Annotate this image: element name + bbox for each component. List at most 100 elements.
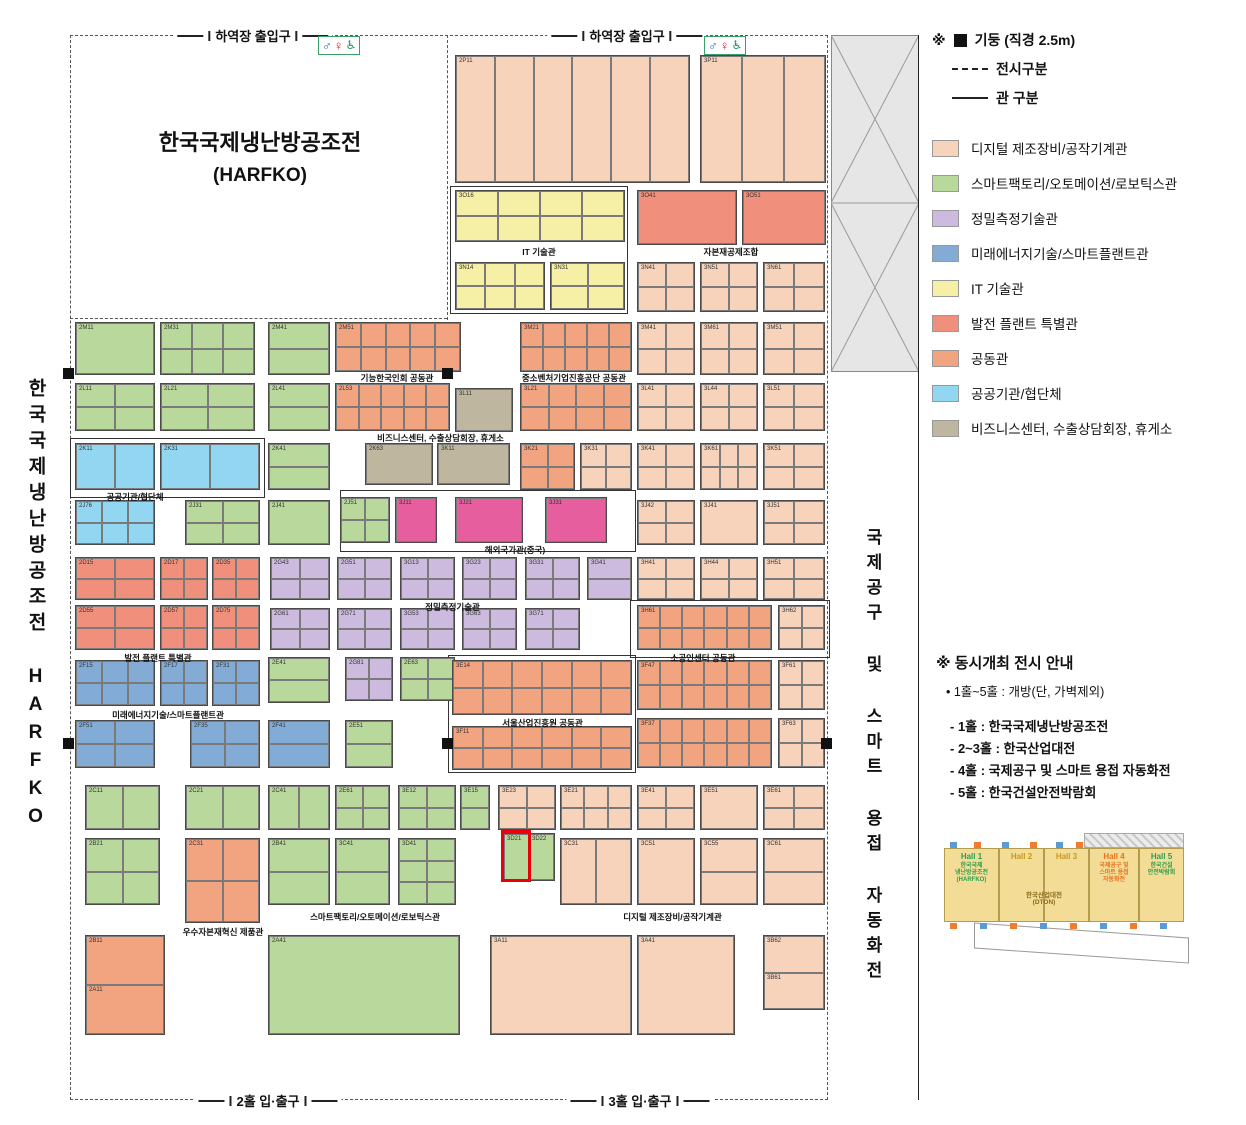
booth[interactable]: 2J41 — [269, 501, 329, 544]
booth[interactable]: 3H51 — [764, 558, 794, 579]
booth[interactable] — [638, 743, 661, 767]
booth[interactable] — [115, 627, 154, 649]
booth[interactable]: 3F11 — [453, 727, 483, 748]
booth[interactable] — [726, 661, 749, 685]
booth[interactable] — [794, 578, 824, 599]
booth[interactable] — [726, 743, 749, 767]
booth[interactable] — [729, 407, 757, 430]
booth[interactable]: 3G23 — [463, 558, 490, 579]
booth[interactable] — [609, 347, 631, 371]
booth[interactable] — [362, 807, 389, 829]
booth[interactable] — [207, 384, 254, 407]
booth[interactable] — [794, 407, 824, 430]
booth[interactable] — [399, 860, 427, 883]
booth[interactable] — [801, 606, 824, 628]
booth[interactable]: 3E61 — [764, 786, 794, 808]
booth[interactable] — [565, 323, 587, 347]
booth[interactable] — [801, 719, 824, 743]
booth[interactable] — [601, 748, 631, 769]
booth[interactable] — [541, 748, 572, 769]
booth[interactable] — [601, 661, 631, 688]
booth[interactable] — [300, 629, 329, 649]
booth[interactable] — [547, 466, 574, 489]
booth[interactable]: 2B41 — [269, 839, 329, 872]
booth[interactable] — [435, 323, 460, 347]
booth[interactable] — [682, 743, 705, 767]
booth[interactable] — [794, 348, 824, 374]
booth[interactable] — [76, 407, 115, 430]
booth[interactable]: 3J51 — [764, 501, 794, 523]
booth[interactable] — [410, 347, 436, 371]
booth[interactable]: 2K31 — [161, 444, 210, 489]
booth[interactable] — [76, 683, 102, 705]
booth[interactable] — [582, 191, 624, 216]
booth[interactable] — [456, 216, 498, 241]
booth[interactable]: 2D57 — [161, 606, 184, 628]
booth[interactable]: 2D15 — [76, 558, 115, 579]
booth[interactable] — [161, 683, 184, 705]
booth[interactable]: 2P11 — [456, 56, 495, 182]
booth[interactable] — [358, 384, 382, 407]
booth[interactable] — [494, 56, 534, 182]
booth[interactable]: 3M61 — [701, 323, 729, 349]
booth[interactable] — [638, 578, 666, 599]
booth[interactable] — [115, 444, 154, 489]
booth[interactable] — [764, 466, 794, 489]
booth[interactable]: 3E12 — [399, 786, 427, 808]
booth[interactable] — [587, 347, 609, 371]
booth[interactable]: 3C31 — [561, 839, 596, 904]
booth[interactable] — [666, 558, 694, 579]
booth[interactable] — [115, 606, 154, 628]
booth[interactable] — [514, 286, 544, 309]
booth[interactable] — [364, 629, 391, 649]
booth[interactable] — [587, 263, 624, 286]
booth[interactable]: 3G53 — [401, 609, 428, 629]
booth[interactable]: 3N51 — [701, 263, 729, 287]
booth[interactable]: 3K51 — [764, 444, 794, 467]
booth[interactable] — [300, 558, 329, 579]
booth[interactable] — [638, 807, 666, 829]
booth[interactable]: 3E41 — [638, 786, 666, 808]
booth[interactable] — [512, 687, 542, 714]
booth[interactable] — [346, 744, 392, 767]
booth[interactable] — [102, 501, 128, 523]
booth[interactable] — [801, 743, 824, 767]
booth[interactable] — [236, 606, 259, 628]
booth[interactable] — [427, 558, 454, 579]
booth[interactable]: 3F37 — [638, 719, 661, 743]
booth[interactable] — [489, 609, 516, 629]
booth[interactable] — [779, 685, 802, 709]
booth[interactable] — [427, 629, 454, 649]
booth[interactable] — [341, 520, 365, 542]
booth[interactable] — [482, 727, 513, 748]
booth[interactable] — [666, 323, 694, 349]
booth[interactable]: 3O41 — [638, 191, 736, 244]
booth[interactable] — [666, 501, 694, 523]
booth[interactable] — [701, 466, 720, 489]
booth[interactable]: 3J11 — [396, 498, 436, 542]
booth[interactable]: 3J21 — [456, 498, 522, 542]
booth[interactable] — [269, 680, 329, 702]
booth[interactable] — [222, 786, 259, 829]
booth[interactable] — [719, 466, 739, 489]
booth[interactable] — [186, 522, 223, 544]
booth[interactable] — [729, 558, 757, 579]
booth[interactable] — [381, 407, 404, 430]
booth[interactable]: 2B11 — [86, 936, 164, 985]
booth[interactable] — [385, 323, 411, 347]
booth[interactable]: 3K21 — [521, 444, 548, 467]
booth[interactable] — [401, 679, 428, 700]
booth[interactable] — [427, 786, 455, 808]
booth[interactable] — [236, 627, 259, 649]
booth[interactable]: 2A11 — [86, 985, 164, 1034]
booth[interactable] — [801, 627, 824, 649]
booth[interactable] — [115, 384, 154, 407]
booth[interactable]: 2M11 — [76, 323, 154, 374]
booth[interactable] — [410, 323, 436, 347]
booth[interactable] — [463, 629, 490, 649]
booth[interactable]: 3L44 — [701, 384, 729, 407]
booth[interactable] — [385, 347, 411, 371]
booth[interactable]: 2D35 — [213, 558, 236, 579]
booth[interactable] — [222, 522, 259, 544]
booth[interactable] — [213, 627, 236, 649]
